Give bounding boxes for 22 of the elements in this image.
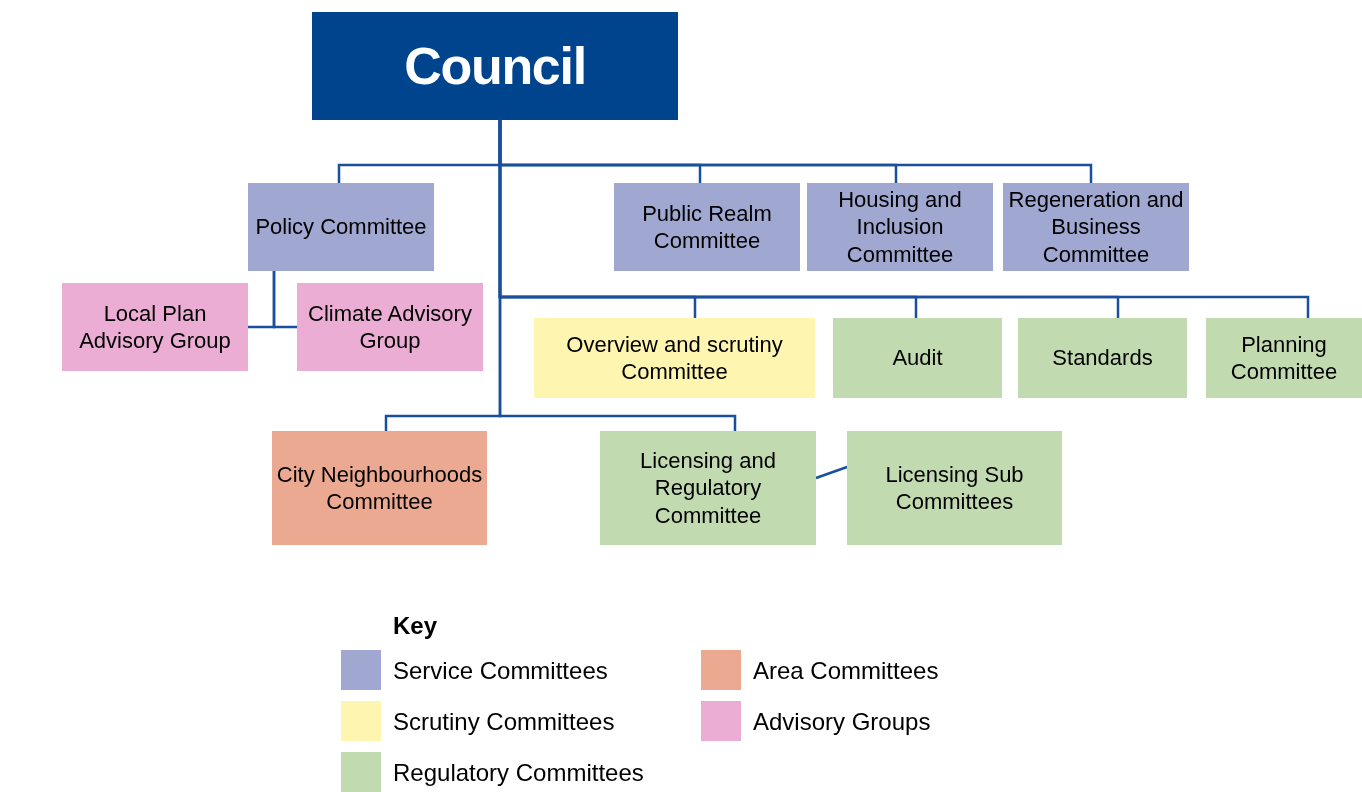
legend-label: Area Committees: [753, 659, 939, 683]
committee-box: Audit: [833, 318, 1002, 398]
legend-label: Scrutiny Committees: [393, 710, 615, 734]
committee-box: Standards: [1018, 318, 1187, 398]
committee-box: City Neighbourhoods Committee: [272, 431, 487, 545]
connector-line: [272, 271, 297, 329]
committee-box: Climate Advisory Group: [297, 283, 483, 371]
legend-label: Regulatory Committees: [393, 761, 644, 785]
committee-box: Public Realm Committee: [614, 183, 800, 271]
committee-box: Licensing Sub Committees: [847, 431, 1062, 545]
committee-box: Local Plan Advisory Group: [62, 283, 248, 371]
legend-heading: Key: [393, 611, 438, 641]
council-box: Council: [312, 12, 678, 120]
committee-box: Regeneration and Business Committee: [1003, 183, 1189, 271]
committee-box: Policy Committee: [248, 183, 434, 271]
legend-label: Service Committees: [393, 659, 608, 683]
committee-box: Overview and scrutiny Committee: [534, 318, 815, 398]
committee-box: Licensing and Regulatory Committee: [600, 431, 816, 545]
legend-label: Advisory Groups: [753, 710, 931, 734]
connector-line: [815, 465, 848, 480]
committee-box: Housing and Inclusion Committee: [807, 183, 993, 271]
committee-box: Planning Committee: [1206, 318, 1362, 398]
